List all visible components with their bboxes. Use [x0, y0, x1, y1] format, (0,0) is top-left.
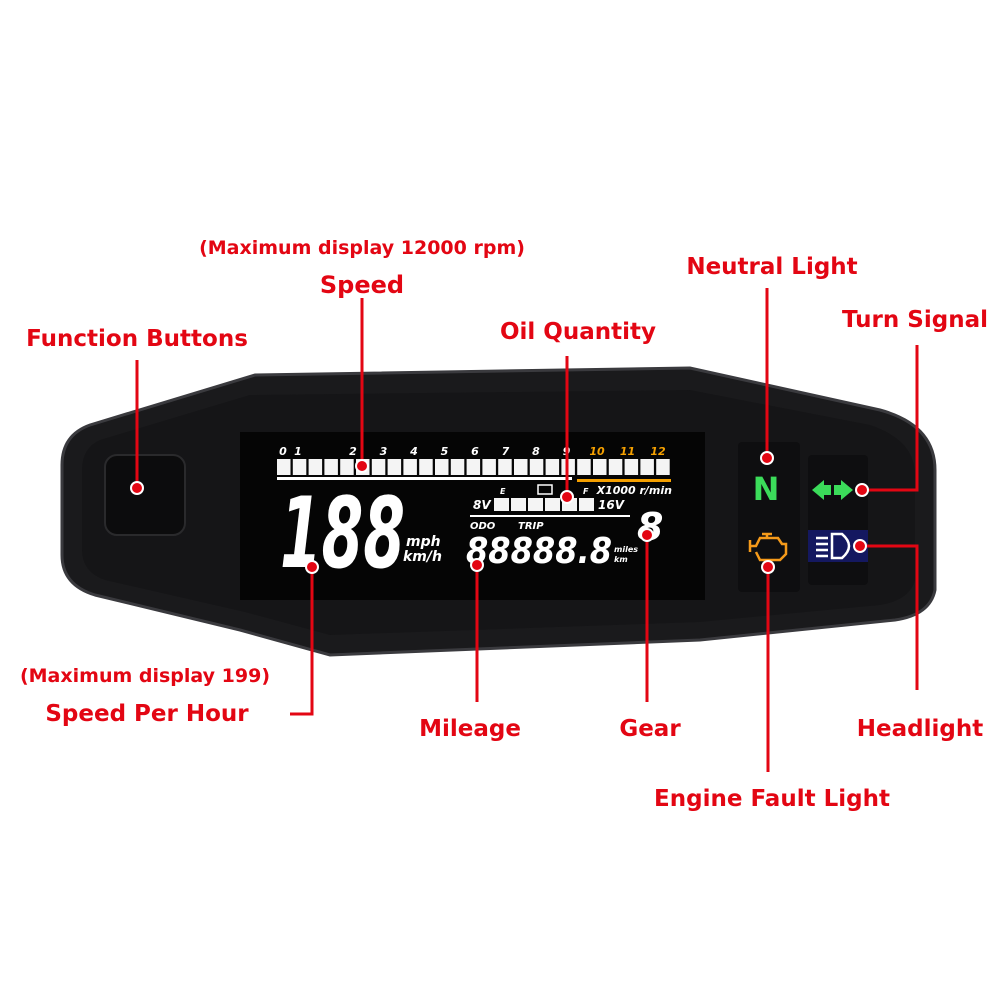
- rpm-segment: [608, 459, 623, 475]
- rpm-tick-label: 2: [349, 445, 357, 458]
- rpm-tick-label: 10: [589, 445, 605, 458]
- rpm-tick-label: 3: [380, 445, 388, 458]
- mileage-label: Mileage: [419, 716, 521, 742]
- rpm-segment: [482, 459, 496, 475]
- odometer-digits: 88888.8: [466, 531, 612, 572]
- rpm-segment: [450, 459, 465, 475]
- oil-segment: [511, 498, 526, 511]
- speed-note-label: (Maximum display 199): [20, 665, 270, 687]
- rpm-segment: [277, 459, 291, 475]
- callout-lines: [135, 288, 919, 772]
- rpm-segment: [292, 459, 307, 475]
- speed-digits: 188: [280, 477, 405, 591]
- neutral-indicator: N: [753, 470, 780, 508]
- rpm-segment: [577, 459, 591, 475]
- oil-segment: [494, 498, 509, 511]
- indicator-panel-right: [808, 455, 868, 585]
- rpm-tick-label: 12: [650, 445, 666, 458]
- speed-unit-kmh: km/h: [403, 549, 442, 565]
- dist-unit-miles: miles: [614, 545, 638, 554]
- rpm-segment: [435, 459, 449, 475]
- oil-level-bar: [494, 498, 594, 511]
- redline-underline: [577, 479, 671, 482]
- gear-label: Gear: [619, 716, 681, 742]
- callout-dots: [130, 451, 869, 574]
- function-buttons-label: Function Buttons: [26, 326, 248, 352]
- volt-low: 8V: [473, 498, 492, 512]
- rpm-tick-label: 8: [532, 445, 540, 458]
- oil-segment: [528, 498, 543, 511]
- rpm-underline: [277, 477, 572, 480]
- rpm-tick-label: 11: [620, 445, 635, 458]
- rpm-segment: [656, 459, 670, 475]
- oil-quantity-label: Oil Quantity: [500, 319, 656, 345]
- oil-underline: [470, 515, 630, 517]
- rpm-tick-label: 4: [409, 445, 418, 458]
- turn-signal-label: Turn Signal: [842, 307, 988, 333]
- function-button[interactable]: [104, 454, 186, 536]
- oil-segment: [579, 498, 594, 511]
- fuel-empty: E: [500, 487, 506, 496]
- speed-per-hour-label: Speed Per Hour: [45, 701, 249, 727]
- speed-label: Speed: [320, 271, 404, 299]
- rpm-segment: [387, 459, 402, 475]
- battery-icon: [537, 484, 553, 495]
- turn-signal-icon: [812, 480, 853, 500]
- rpm-segment: [466, 459, 481, 475]
- rpm-tick-label: 5: [441, 445, 449, 458]
- rpm-segment: [624, 459, 639, 475]
- rpm-segment: [529, 459, 544, 475]
- trip-label: TRIP: [518, 521, 544, 532]
- fuel-full: F: [583, 487, 589, 496]
- oil-segment: [545, 498, 560, 511]
- rpm-tick-label: 7: [502, 445, 510, 458]
- rpm-tick-label: 6: [471, 445, 479, 458]
- engine-fault-light-label: Engine Fault Light: [654, 786, 890, 812]
- rpm-segment: [514, 459, 528, 475]
- rpm-segment: [498, 459, 512, 475]
- rpm-segment: [371, 459, 386, 475]
- headlight-label: Headlight: [857, 716, 983, 742]
- volt-high: 16V: [598, 498, 626, 512]
- odo-label: ODO: [470, 521, 496, 532]
- rpm-segment: [545, 459, 560, 475]
- rpm-segment: [403, 459, 417, 475]
- neutral-light-label: Neutral Light: [686, 254, 857, 280]
- speed-unit-mph: mph: [406, 534, 441, 550]
- rpm-tick-label: 0: [279, 445, 287, 458]
- rpm-segment: [593, 459, 607, 475]
- rpm-segment: [324, 459, 338, 475]
- rpm-segment: [640, 459, 654, 475]
- rpm-segment: [419, 459, 433, 475]
- rpm-segment: [340, 459, 354, 475]
- rpm-segment: [308, 459, 323, 475]
- dist-unit-km: km: [614, 555, 628, 564]
- engine-fault-icon: [748, 532, 788, 562]
- rpm-bar: [277, 459, 670, 475]
- rpm-note-label: (Maximum display 12000 rpm): [199, 237, 525, 259]
- rpm-tick-label: 1: [294, 445, 302, 458]
- rpm-unit: X1000 r/min: [596, 484, 673, 497]
- gear-digit: 8: [637, 505, 663, 549]
